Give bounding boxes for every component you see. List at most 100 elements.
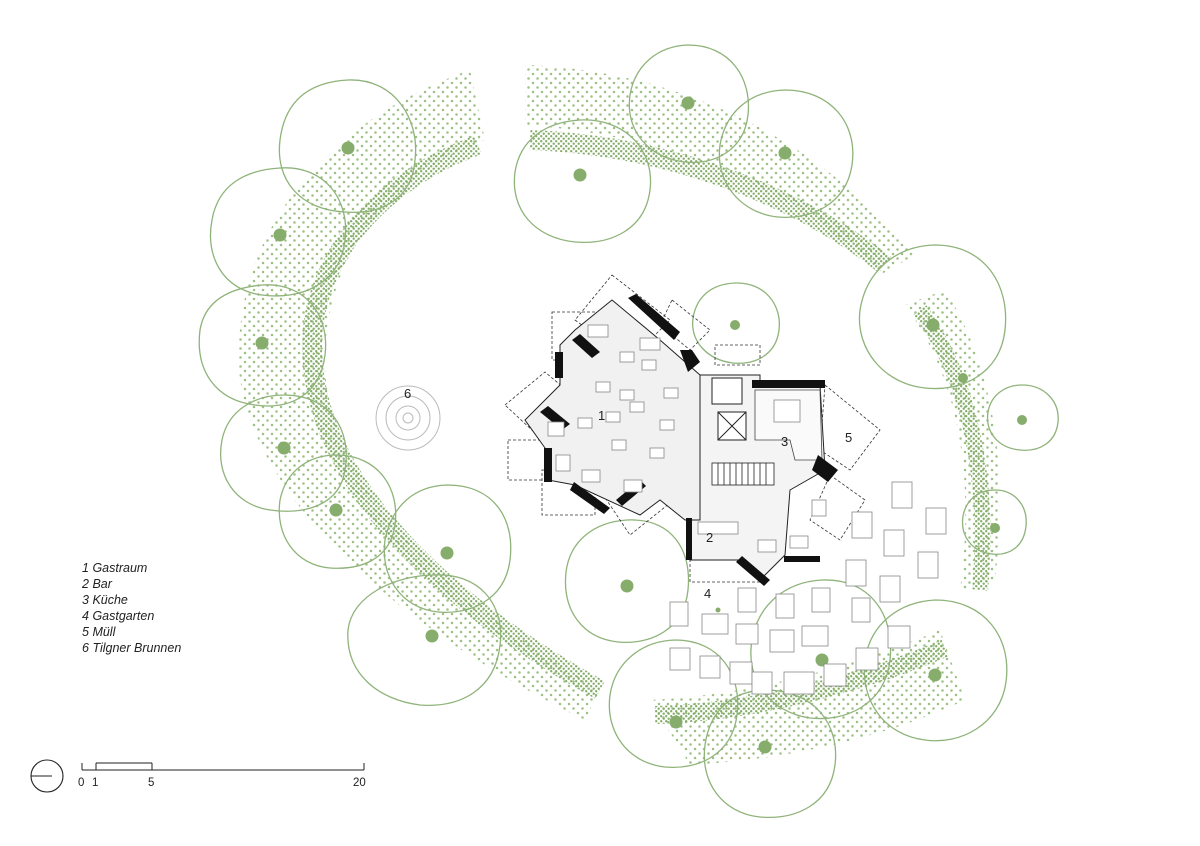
tree-trunk	[329, 503, 343, 517]
tree-canopy	[858, 244, 1007, 390]
legend-label: Bar	[92, 577, 112, 591]
scale-labels: 0 1 5 20	[78, 777, 366, 789]
wall	[812, 455, 838, 482]
table	[639, 337, 661, 351]
tree-trunk	[669, 715, 683, 729]
tree-canopy	[628, 44, 750, 164]
tree-canopy	[198, 284, 327, 407]
tree-canopy	[209, 167, 347, 297]
garden-table	[701, 613, 729, 635]
table	[811, 499, 827, 517]
foliage-west	[238, 70, 600, 720]
north-arrow-icon	[30, 759, 64, 793]
dining-tables	[547, 324, 827, 553]
room-number-3: 3	[781, 434, 788, 449]
tree-canopy	[703, 689, 837, 819]
tree-trunk	[277, 441, 291, 455]
legend-item: 5 Müll	[82, 624, 181, 640]
legend-number: 3	[82, 593, 89, 607]
foliage-north	[525, 65, 915, 275]
garden-table	[823, 663, 847, 687]
table	[623, 479, 643, 493]
wall	[752, 380, 825, 388]
walls	[540, 294, 838, 586]
table	[611, 439, 627, 451]
garden-table	[917, 551, 939, 579]
path-east	[913, 305, 991, 591]
legend-item: 3 Küche	[82, 592, 181, 608]
tree-canopy	[692, 282, 780, 364]
room-number-1: 1	[598, 408, 605, 423]
path-west	[301, 135, 605, 699]
kitchen-floor	[754, 389, 823, 461]
tree-canopy	[278, 79, 417, 214]
tree-canopy	[278, 454, 397, 569]
tree-trunk	[715, 607, 721, 613]
tree-trunk	[778, 146, 792, 160]
garden-table	[775, 593, 795, 619]
kitchen-island	[773, 399, 801, 423]
tree-canopies	[198, 44, 1059, 819]
tree-trunk	[926, 318, 940, 332]
garden-table	[801, 625, 829, 647]
wall	[572, 334, 600, 358]
table	[649, 447, 665, 459]
tree-trunk	[815, 653, 829, 667]
overhang	[574, 274, 671, 361]
wall	[570, 482, 610, 514]
wall	[628, 294, 680, 340]
tree-trunk	[341, 141, 355, 155]
room-number-4: 4	[704, 586, 711, 601]
legend-label: Gastgarten	[92, 609, 155, 623]
legend-label: Müll	[92, 625, 116, 639]
room-number-6: 6	[404, 386, 411, 401]
garden-table	[729, 661, 753, 685]
tree-trunks	[255, 96, 1027, 754]
scale-tick-label: 5	[148, 777, 154, 789]
tree-trunk	[273, 228, 287, 242]
garden-table	[751, 671, 773, 695]
tree-trunk	[425, 629, 439, 643]
table	[757, 539, 777, 553]
table	[605, 411, 621, 423]
wall	[784, 556, 820, 562]
garden-table	[891, 481, 913, 509]
tree-trunk	[681, 96, 695, 110]
tree-trunk	[440, 546, 454, 560]
legend-number: 6	[82, 641, 89, 655]
room-numbers: 1 2 3 4 5 6	[404, 386, 852, 601]
table	[555, 454, 571, 472]
bar-counter	[697, 521, 739, 535]
tree-trunk	[928, 668, 942, 682]
garden-table	[851, 597, 871, 623]
tree-canopy	[347, 574, 502, 706]
garden-table	[887, 625, 911, 649]
table	[619, 389, 635, 401]
elevator	[711, 377, 747, 441]
garden-table	[769, 629, 795, 653]
table	[547, 421, 565, 437]
legend-label: Küche	[92, 593, 128, 607]
legend-label: Gastraum	[92, 561, 148, 575]
wall	[686, 518, 692, 560]
path-north	[529, 130, 892, 273]
wall	[736, 556, 770, 586]
garden-table	[845, 559, 867, 587]
scale-tick-label: 1	[92, 777, 98, 789]
legend-item: 1 Gastraum	[82, 560, 181, 576]
table	[789, 535, 809, 549]
scale-bar	[81, 762, 365, 771]
tree-canopy	[220, 394, 347, 512]
room-number-5: 5	[845, 430, 852, 445]
legend-item: 6 Tilgner Brunnen	[82, 640, 181, 656]
table	[577, 417, 593, 429]
staircase	[711, 462, 775, 486]
garden-table	[783, 671, 815, 695]
tree-canopy	[863, 599, 1008, 742]
tree-canopy	[564, 519, 690, 644]
table	[641, 359, 657, 371]
garden-table	[669, 647, 691, 671]
building: 1 2 3 4 5 6	[404, 274, 881, 601]
table	[629, 401, 645, 413]
